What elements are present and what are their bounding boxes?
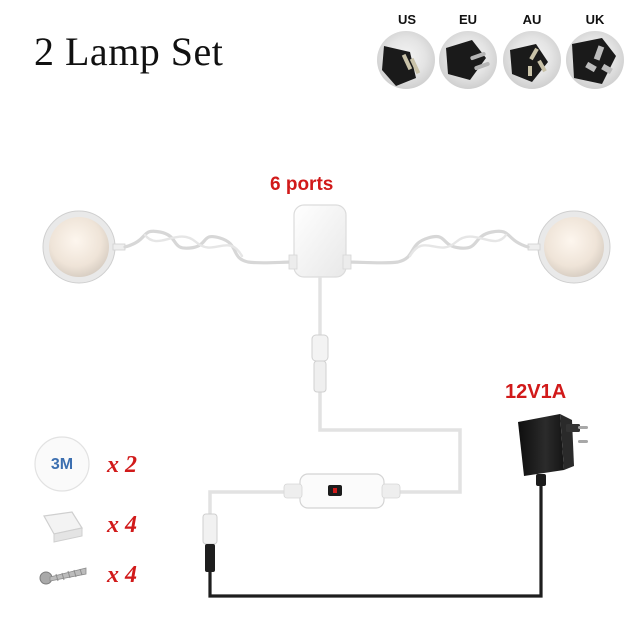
plug-label-eu: EU [458, 12, 478, 27]
product-title: 2 Lamp Set [34, 29, 224, 74]
screw-quantity: x 4 [107, 562, 137, 588]
hub-lead-cable [318, 277, 462, 494]
au-plug-icon [503, 31, 561, 89]
3m-adhesive-pad-icon: 3M [34, 436, 90, 492]
hub-label: 6 ports [270, 174, 334, 195]
plug-label-us: US [397, 12, 417, 27]
eu-plug-icon [439, 31, 497, 89]
right-lamp-cable [344, 229, 530, 265]
dc-jack [202, 513, 218, 572]
six-port-hub [288, 204, 352, 278]
svg-text:3M: 3M [51, 456, 73, 473]
plug-label-au: AU [522, 12, 542, 27]
cable-clip-icon [43, 511, 83, 543]
inline-connector [311, 334, 329, 393]
adapter-cable [208, 476, 543, 598]
wall-adapter-icon [518, 414, 588, 486]
adhesive-quantity: x 2 [107, 452, 137, 478]
us-plug-icon [377, 31, 435, 89]
left-lamp [42, 210, 126, 284]
adapter-label: 12V1A [505, 381, 567, 403]
sensor-switch [208, 473, 401, 514]
uk-plug-icon [566, 31, 624, 89]
clip-quantity: x 4 [107, 512, 137, 538]
left-lamp-cable [123, 229, 296, 265]
screw-icon [39, 567, 87, 585]
plug-label-uk: UK [585, 12, 605, 27]
right-lamp [527, 210, 611, 284]
